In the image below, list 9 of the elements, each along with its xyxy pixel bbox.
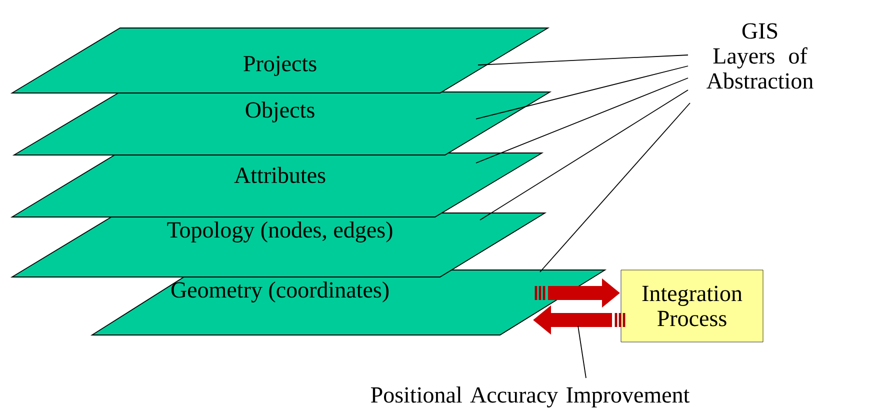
leader-line — [578, 326, 586, 378]
leader-line — [480, 90, 688, 220]
gis-caption: GIS Layers of Abstraction — [706, 23, 814, 89]
leader-line — [476, 66, 688, 120]
leader-line — [540, 102, 690, 272]
process-box: Integration Process — [620, 270, 764, 342]
leader-line — [476, 78, 688, 164]
callout-text: Positional Accuracy Improvement — [371, 386, 690, 408]
leader-line — [478, 54, 688, 66]
